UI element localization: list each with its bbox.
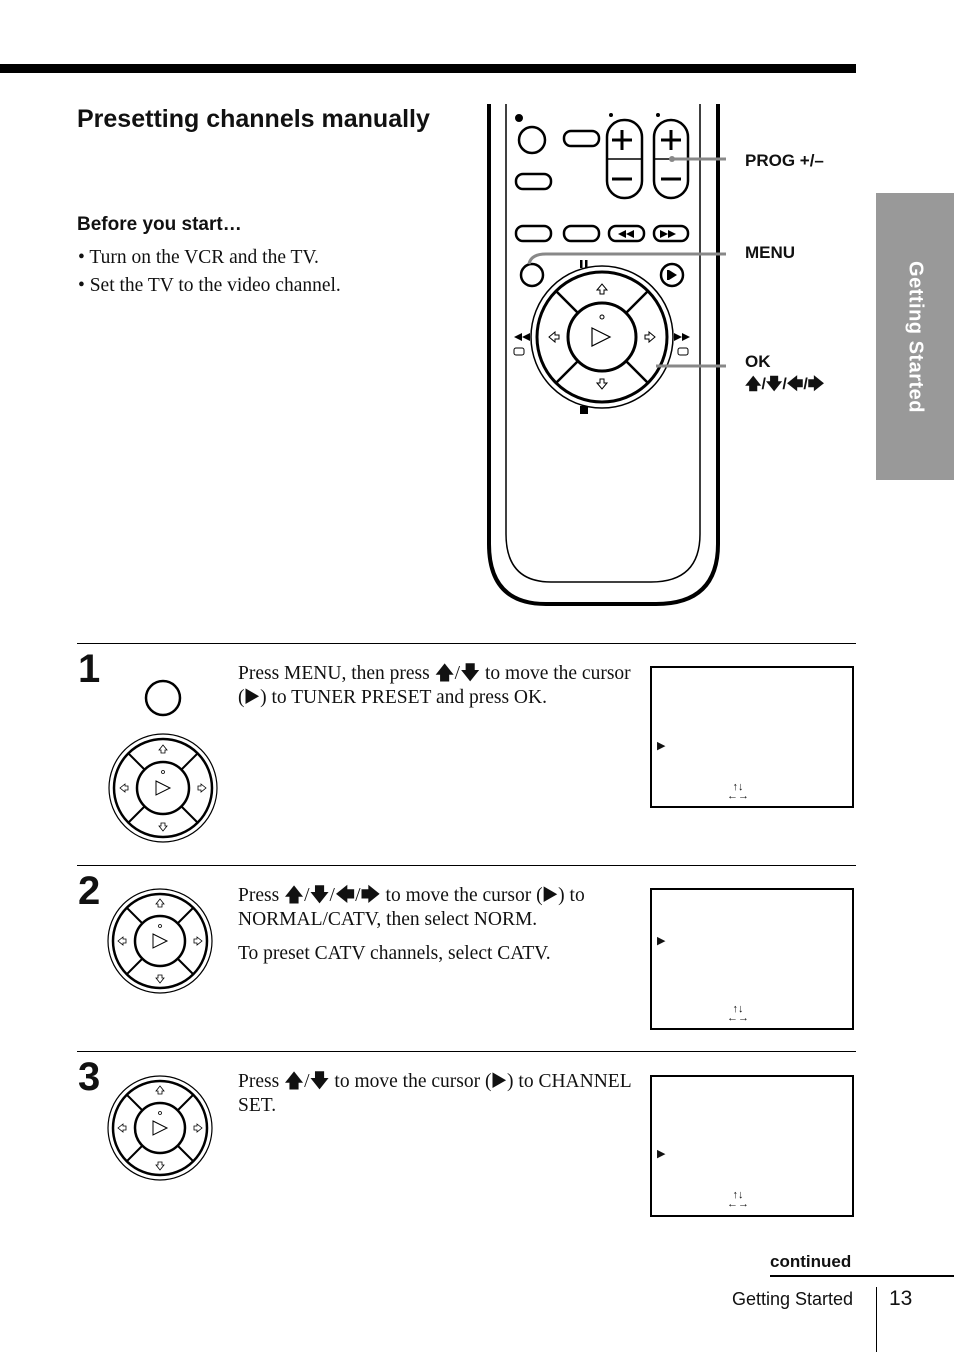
bullet-list: • Turn on the VCR and the TV. • Set the … — [78, 244, 341, 300]
footer-rule — [770, 1275, 954, 1277]
menu-callout: MENU — [745, 243, 796, 262]
step-paragraph: Press MENU, then press 🡅/🡇 to move the c… — [238, 663, 631, 708]
step-instructions: Press 🡅/🡇/🡄/🡆 to move the cursor (▶) to … — [238, 884, 633, 976]
section-tab-label: Getting Started — [904, 260, 927, 413]
section-tab: Getting Started — [876, 193, 954, 480]
page-title: Presetting channels manually — [77, 105, 430, 133]
menu-and-ok-buttons-illustration — [108, 679, 218, 843]
step-divider — [77, 1051, 856, 1052]
step-divider — [77, 865, 856, 866]
remote-control-illustration — [487, 104, 726, 606]
footer-section-label: Getting Started — [732, 1289, 854, 1309]
menu-cursor-icon: ▶ — [657, 1148, 666, 1160]
continued-label: continued — [770, 1252, 852, 1271]
bullet-item: • Turn on the VCR and the TV. — [78, 247, 319, 268]
header-rule — [0, 64, 856, 73]
menu-cursor-icon: ▶ — [657, 740, 666, 752]
left-right-arrows-icon: ←→ — [727, 1198, 749, 1210]
navigation-arrows-icon: ↑↓ ←→ — [726, 1003, 750, 1024]
prog-callout: PROG +/– — [745, 151, 824, 170]
up-down-arrows-icon: ↑↓ — [732, 1003, 744, 1015]
footer-separator — [876, 1287, 877, 1352]
step-instructions: Press 🡅/🡇 to move the cursor (▶) to CHAN… — [238, 1070, 633, 1128]
step-instructions: Press MENU, then press 🡅/🡇 to move the c… — [238, 662, 633, 720]
tv-screen-display: ▶ ↑↓ ←→ — [650, 1075, 854, 1217]
up-down-arrows-icon: ↑↓ — [732, 781, 744, 793]
step-paragraph: To preset CATV channels, select CATV. — [238, 943, 551, 964]
page-number: 13 — [889, 1287, 913, 1310]
step-number: 2 — [78, 869, 101, 913]
step-divider — [77, 643, 856, 644]
left-right-arrows-icon: ←→ — [727, 1012, 749, 1024]
ok-callout: OK — [745, 352, 771, 371]
tv-screen-display: ▶ ↑↓ ←→ — [650, 666, 854, 808]
tv-screen-display: ▶ ↑↓ ←→ — [650, 888, 854, 1030]
step-number: 3 — [78, 1055, 101, 1099]
navigation-arrows-icon: ↑↓ ←→ — [726, 1189, 750, 1210]
ok-button-illustration — [107, 888, 213, 994]
step-number: 1 — [78, 647, 101, 691]
step-paragraph: Press 🡅/🡇/🡄/🡆 to move the cursor (▶) to … — [238, 885, 585, 930]
ok-button-illustration — [107, 1075, 213, 1181]
ok-arrows-callout: 🡅/🡇/🡄/🡆 — [745, 376, 825, 393]
before-heading: Before you start… — [77, 214, 242, 235]
navigation-arrows-icon: ↑↓ ←→ — [726, 781, 750, 802]
step-paragraph: Press 🡅/🡇 to move the cursor (▶) to CHAN… — [238, 1071, 631, 1116]
left-right-arrows-icon: ←→ — [727, 790, 749, 802]
bullet-item: • Set the TV to the video channel. — [78, 275, 341, 296]
up-down-arrows-icon: ↑↓ — [732, 1189, 744, 1201]
menu-cursor-icon: ▶ — [657, 935, 666, 947]
